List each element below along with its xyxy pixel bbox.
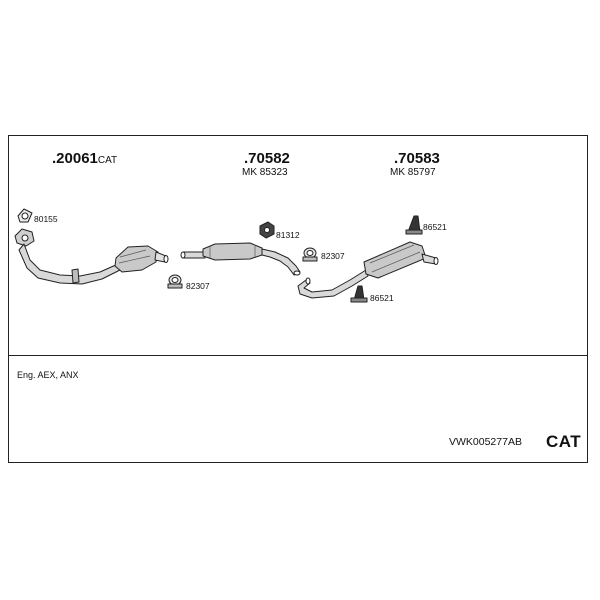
cat-label: CAT <box>546 432 582 451</box>
callout-gasket: 80155 <box>34 214 58 224</box>
clamp-icon <box>302 247 318 262</box>
diagram-frame <box>8 135 588 463</box>
callout-clamp-rear: 82307 <box>321 251 345 261</box>
callout-hanger-bottom: 86521 <box>370 293 394 303</box>
hanger-icon <box>350 285 368 303</box>
part-number-middle-silencer: .70582 <box>244 150 290 167</box>
part-number-catalytic: .20061CAT <box>52 150 118 167</box>
clamp-icon <box>167 274 183 289</box>
engine-code: Eng. AEX, ANX <box>17 370 79 380</box>
part-number-rear-silencer: .70583 <box>394 150 440 167</box>
rubber-mount-icon <box>259 221 275 239</box>
kit-code: VWK005277AB <box>449 436 522 448</box>
section-divider <box>8 355 588 356</box>
mk-rear-silencer: MK 85797 <box>390 167 436 178</box>
catalytic-converter-pipe-icon <box>14 228 169 285</box>
rear-silencer-icon <box>297 241 439 299</box>
middle-silencer-icon <box>180 242 301 276</box>
callout-hanger-top: 86521 <box>423 222 447 232</box>
hanger-icon <box>405 215 423 235</box>
mk-middle-silencer: MK 85323 <box>242 167 288 178</box>
callout-clamp-front: 82307 <box>186 281 210 291</box>
gasket-icon <box>17 208 33 223</box>
callout-rubber-mount: 81312 <box>276 230 300 240</box>
